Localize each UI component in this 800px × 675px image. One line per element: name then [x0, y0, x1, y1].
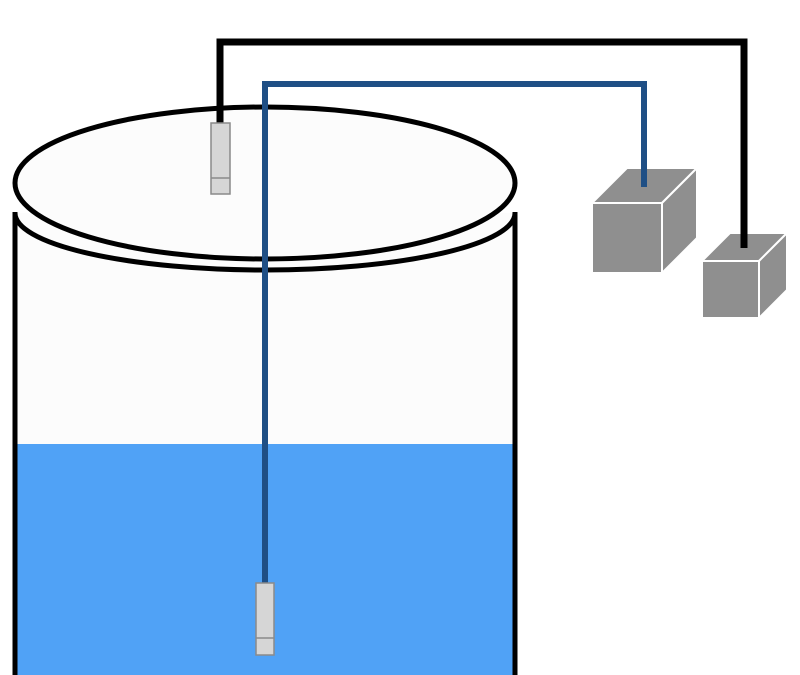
black-cable [216, 38, 748, 248]
submerged-sensor [255, 582, 275, 656]
blue-cable [262, 81, 647, 585]
surface-sensor [210, 122, 231, 195]
